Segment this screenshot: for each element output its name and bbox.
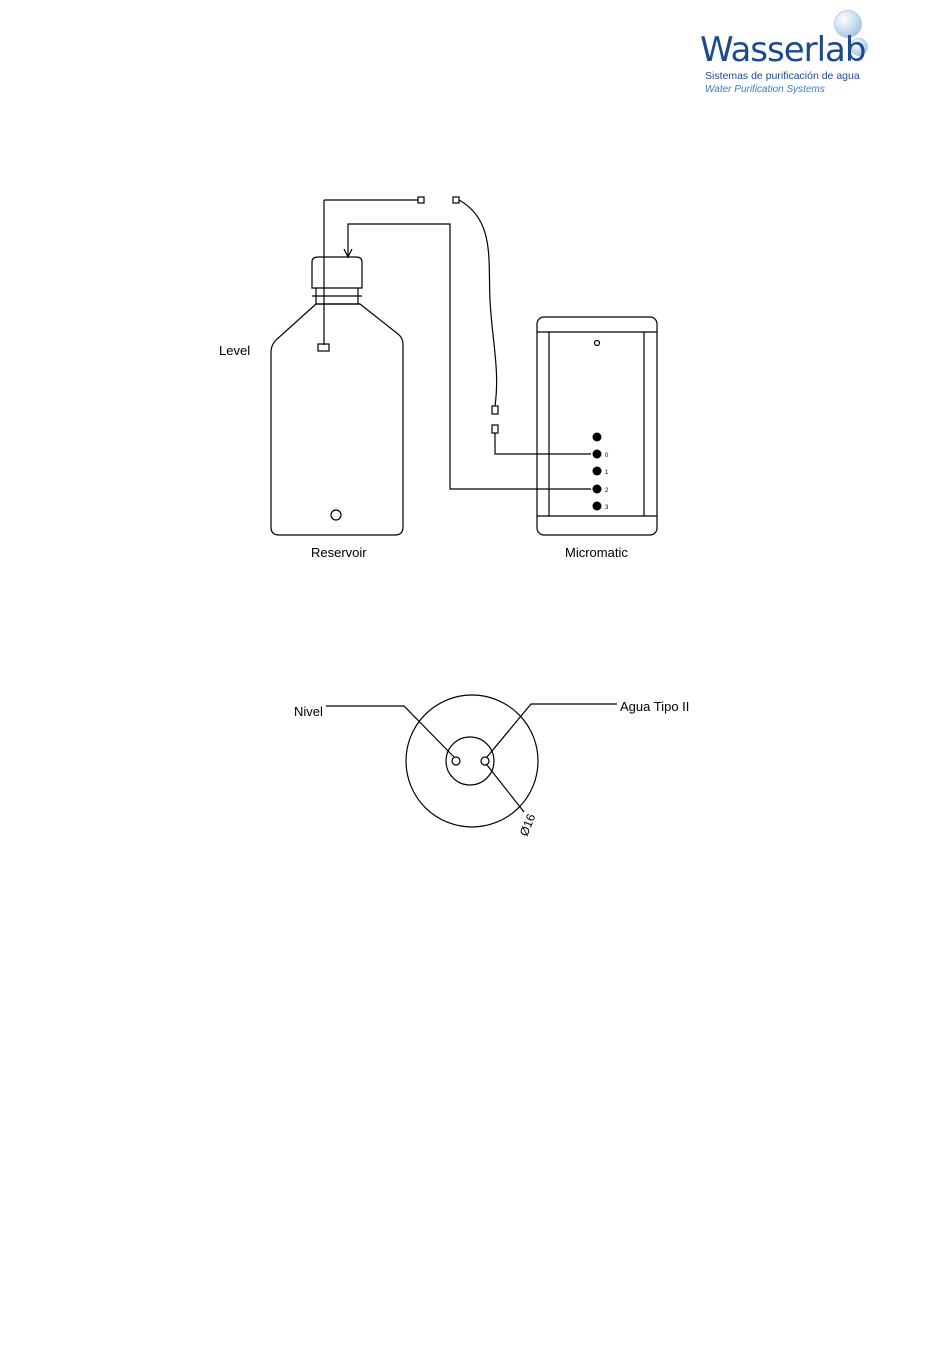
hole-nivel	[452, 757, 460, 765]
port-label-2: 2	[605, 488, 609, 494]
hose-to-port-0	[495, 433, 591, 454]
bottle-cap	[312, 257, 362, 288]
port-label-0: 0	[605, 453, 609, 459]
port-0	[593, 450, 602, 459]
port-2	[593, 485, 602, 494]
leader-nivel	[326, 706, 454, 757]
port-3	[593, 502, 602, 511]
level-sensor	[318, 344, 329, 351]
port-top	[593, 433, 602, 442]
label-agua-tipo-ii: Agua Tipo II	[620, 699, 689, 714]
inlet-tube	[348, 224, 591, 489]
bottle-outlet	[331, 510, 341, 520]
label-level: Level	[219, 343, 250, 358]
label-dimension: Ø16	[517, 812, 539, 839]
reservoir-bottle	[271, 304, 403, 535]
label-micromatic: Micromatic	[565, 545, 628, 560]
leader-agua	[487, 704, 617, 757]
hole-agua	[481, 757, 489, 765]
port-1	[593, 467, 602, 476]
dimension-line	[487, 765, 524, 812]
port-label-1: 1	[605, 470, 609, 476]
label-reservoir: Reservoir	[311, 545, 367, 560]
cap-outer-circle	[406, 695, 538, 827]
port-label-3: 3	[605, 505, 609, 511]
cap-inner-circle	[446, 737, 494, 785]
flexible-hose	[459, 200, 497, 406]
label-nivel: Nivel	[294, 704, 323, 719]
